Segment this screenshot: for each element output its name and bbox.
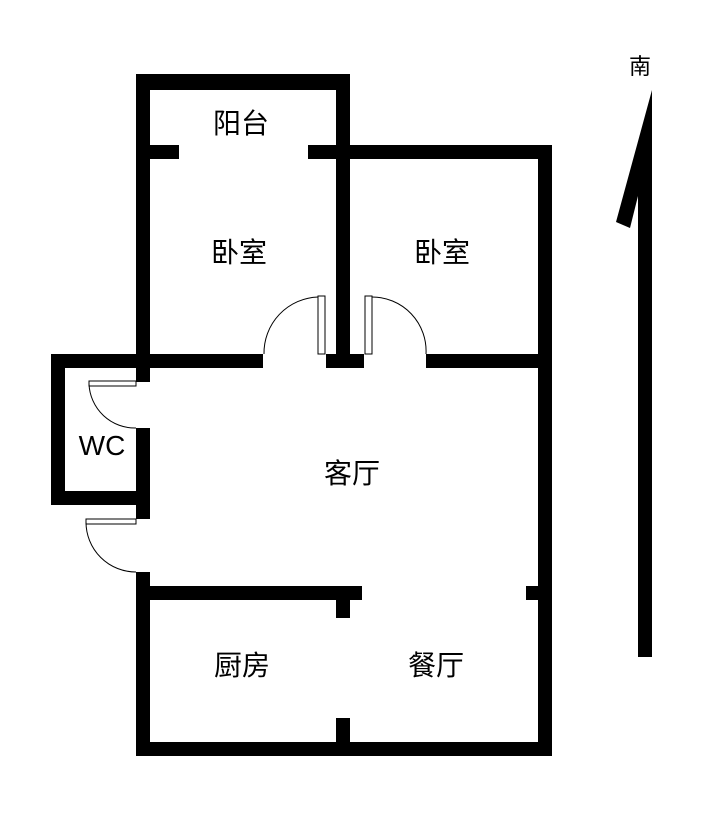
wall-left-outer bbox=[136, 74, 150, 382]
wall-kitchen-top bbox=[136, 586, 362, 600]
label-bedroom-left: 卧室 bbox=[211, 236, 267, 269]
compass: 南 bbox=[616, 55, 652, 657]
wall-dining-stub-right bbox=[526, 586, 552, 600]
wall-balcony-top bbox=[136, 74, 350, 90]
wall-bedroom-bottom-left bbox=[136, 354, 263, 368]
wall-wc-top bbox=[51, 354, 150, 368]
label-dining-room: 餐厅 bbox=[408, 649, 464, 682]
compass-label: 南 bbox=[629, 55, 651, 80]
doors bbox=[85, 295, 427, 573]
label-balcony: 阳台 bbox=[213, 107, 269, 140]
door-left-bedroom bbox=[263, 295, 326, 355]
label-wc: WC bbox=[79, 430, 126, 461]
wall-balcony-stub-left bbox=[136, 145, 179, 159]
room-labels: 阳台 卧室 卧室 WC 客厅 厨房 餐厅 bbox=[79, 107, 470, 682]
door-entrance bbox=[85, 518, 137, 573]
wall-bedroom-bottom-right bbox=[426, 354, 552, 368]
wall-wc-right bbox=[136, 428, 150, 519]
wall-bedroom-bottom-mid bbox=[326, 354, 364, 368]
wall-kitchen-stub-bottom bbox=[336, 718, 350, 756]
wall-wc-bottom bbox=[51, 491, 150, 505]
label-living-room: 客厅 bbox=[324, 457, 380, 490]
wall-balcony-right bbox=[336, 74, 350, 158]
label-kitchen: 厨房 bbox=[214, 649, 270, 682]
wall-entrance-left bbox=[136, 572, 150, 756]
walls bbox=[51, 74, 552, 756]
wall-bedroom-partition bbox=[336, 145, 350, 368]
label-bedroom-right: 卧室 bbox=[414, 236, 470, 269]
wall-right-lower bbox=[538, 600, 552, 756]
door-wc bbox=[88, 380, 137, 429]
wall-right-bedroom-top bbox=[336, 145, 552, 159]
door-right-bedroom bbox=[364, 295, 427, 355]
compass-arrow-icon bbox=[616, 90, 652, 657]
wall-wc-left bbox=[51, 354, 65, 505]
wall-kitchen-stub-top bbox=[336, 586, 350, 618]
